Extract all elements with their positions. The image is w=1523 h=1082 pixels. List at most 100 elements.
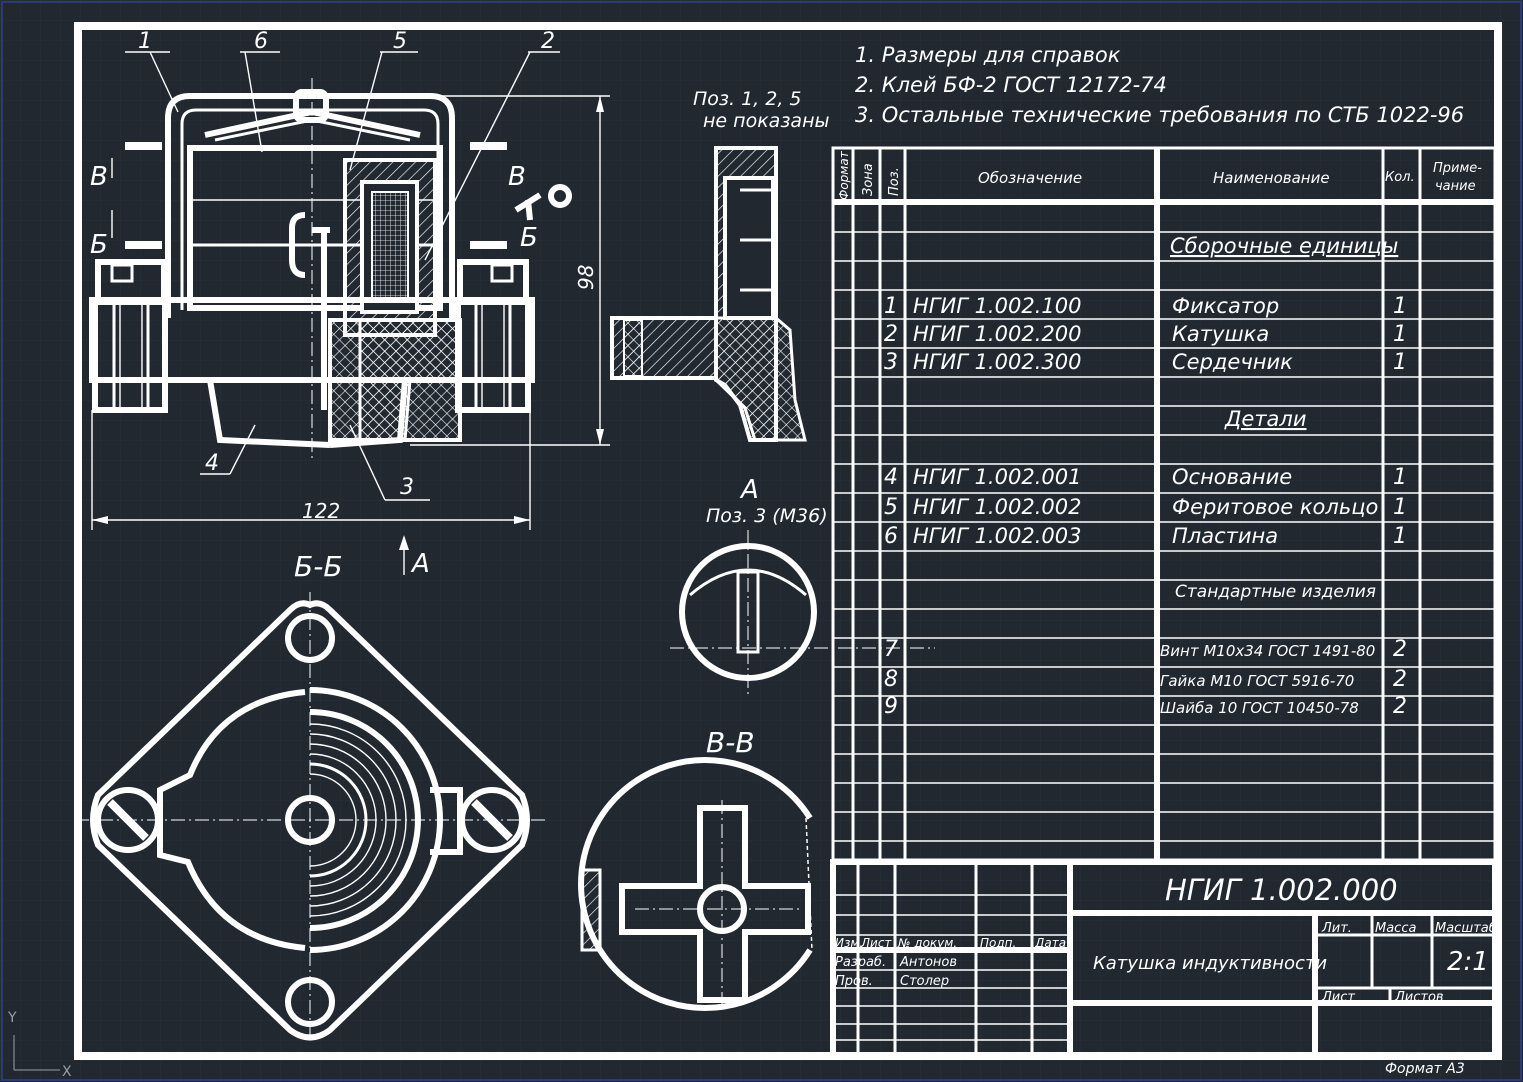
svg-text:Подп.: Подп. bbox=[980, 936, 1016, 950]
spec-row-pos: 4 bbox=[884, 465, 898, 490]
side-note-2: не показаны bbox=[703, 110, 830, 132]
svg-text:Приме-: Приме- bbox=[1433, 161, 1482, 176]
note-1: 1. Размеры для справок bbox=[855, 43, 1121, 67]
spec-table: Формат Зона Поз. Обозначение Наименовани… bbox=[831, 146, 1497, 862]
spec-row-qty: 1 bbox=[1393, 524, 1407, 549]
svg-text:X: X bbox=[62, 1064, 72, 1080]
dimensions: 122 98 bbox=[91, 95, 610, 530]
ucs-icon: Y X bbox=[7, 1010, 72, 1080]
svg-text:3: 3 bbox=[400, 475, 414, 500]
spec-row-pos: 7 bbox=[884, 637, 898, 662]
spec-row-qty: 1 bbox=[1393, 322, 1407, 347]
svg-text:122: 122 bbox=[302, 499, 340, 523]
svg-text:В-В: В-В bbox=[706, 726, 755, 759]
left-screw bbox=[92, 259, 168, 413]
title-block: НГИГ 1.002.000 Катушка индуктивности Лит… bbox=[830, 859, 1498, 1059]
svg-text:А: А bbox=[739, 475, 759, 505]
svg-text:4: 4 bbox=[205, 451, 219, 476]
svg-text:Пров.: Пров. bbox=[835, 974, 873, 989]
svg-text:Кол.: Кол. bbox=[1385, 170, 1415, 185]
right-screw bbox=[455, 259, 531, 413]
spec-row-designation: НГИГ 1.002.300 bbox=[913, 350, 1081, 374]
svg-text:Поз. 3 (М36): Поз. 3 (М36) bbox=[706, 505, 828, 527]
svg-text:Дата: Дата bbox=[1034, 936, 1066, 950]
svg-text:Б-Б: Б-Б bbox=[294, 550, 343, 583]
svg-text:Зона: Зона bbox=[861, 163, 876, 196]
svg-text:5: 5 bbox=[393, 29, 407, 54]
svg-text:Масштаб: Масштаб bbox=[1435, 921, 1497, 936]
spec-row-qty: 2 bbox=[1393, 667, 1407, 692]
spec-row-qty: 1 bbox=[1393, 495, 1407, 520]
svg-text:Разраб.: Разраб. bbox=[835, 955, 886, 970]
spec-row-qty: 2 bbox=[1393, 637, 1407, 662]
spec-row-qty: 1 bbox=[1393, 465, 1407, 490]
svg-text:Лист: Лист bbox=[1321, 990, 1355, 1005]
svg-text:98: 98 bbox=[574, 265, 598, 290]
svg-text:2: 2 bbox=[541, 29, 555, 54]
note-3: 3. Остальные технические требования по С… bbox=[855, 103, 1464, 127]
spec-row-designation: НГИГ 1.002.003 bbox=[913, 524, 1081, 548]
spec-row-name: Винт М10х34 ГОСТ 1491-80 bbox=[1160, 642, 1375, 660]
svg-text:Y: Y bbox=[7, 1010, 17, 1026]
format-label: Формат А3 bbox=[1385, 1061, 1465, 1077]
side-view[interactable]: Поз. 1, 2, 5 не показаны bbox=[610, 88, 830, 442]
svg-text:В: В bbox=[90, 162, 108, 192]
svg-text:Изм.: Изм. bbox=[835, 936, 863, 950]
doc-name: Катушка индуктивности bbox=[1093, 953, 1327, 974]
section-vv[interactable]: В-В bbox=[578, 726, 813, 1011]
spec-row-name: Феритовое кольцо bbox=[1172, 495, 1378, 519]
spec-row-pos: 9 bbox=[884, 694, 898, 719]
svg-text:Обозначение: Обозначение bbox=[978, 169, 1082, 187]
spec-row-qty: 1 bbox=[1393, 350, 1407, 375]
spec-row-designation: НГИГ 1.002.200 bbox=[913, 322, 1081, 346]
svg-text:Поз.: Поз. bbox=[887, 167, 902, 196]
svg-text:Масса: Масса bbox=[1375, 921, 1416, 936]
spec-row-name: Гайка М10 ГОСТ 5916-70 bbox=[1160, 672, 1354, 690]
spec-row-qty: 2 bbox=[1393, 694, 1407, 719]
svg-text:Столер: Столер bbox=[900, 974, 949, 989]
section-assembly: Сборочные единицы bbox=[1170, 234, 1398, 258]
svg-text:Лист: Лист bbox=[860, 936, 892, 950]
spec-row-name: Основание bbox=[1172, 465, 1292, 489]
svg-text:Антонов: Антонов bbox=[899, 955, 957, 970]
spec-row-name: Катушка bbox=[1172, 322, 1269, 346]
spec-row-name: Сердечник bbox=[1172, 350, 1293, 374]
svg-text:Б: Б bbox=[520, 223, 538, 253]
spec-row-pos: 2 bbox=[884, 322, 898, 347]
svg-text:№ докум.: № докум. bbox=[897, 936, 957, 950]
svg-text:Б: Б bbox=[90, 230, 108, 260]
front-view[interactable]: 1 6 5 2 4 3 В В Б Б bbox=[89, 29, 610, 530]
side-note-1: Поз. 1, 2, 5 bbox=[693, 88, 802, 110]
view-a[interactable]: А Поз. 3 (М36) А bbox=[399, 475, 935, 695]
drawing-frame bbox=[74, 22, 1502, 1060]
svg-text:6: 6 bbox=[254, 29, 268, 54]
svg-text:А: А bbox=[410, 549, 430, 579]
spec-row-pos: 8 bbox=[884, 667, 898, 692]
spec-row-designation: НГИГ 1.002.001 bbox=[913, 465, 1081, 489]
section-bb[interactable]: Б-Б bbox=[75, 550, 545, 1042]
spec-row-designation: НГИГ 1.002.100 bbox=[913, 294, 1081, 318]
svg-text:1: 1 bbox=[138, 29, 152, 54]
technical-notes: 1. Размеры для справок 2. Клей БФ-2 ГОСТ… bbox=[855, 43, 1464, 127]
spec-row-qty: 1 bbox=[1393, 294, 1407, 319]
note-2: 2. Клей БФ-2 ГОСТ 12172-74 bbox=[855, 73, 1167, 97]
svg-text:Листов: Листов bbox=[1394, 990, 1444, 1005]
svg-text:чание: чание bbox=[1435, 179, 1476, 194]
spec-row-pos: 3 bbox=[884, 350, 898, 375]
svg-text:В: В bbox=[508, 162, 526, 192]
svg-text:Лит.: Лит. bbox=[1321, 921, 1352, 936]
spec-row-name: Шайба 10 ГОСТ 10450-78 bbox=[1160, 699, 1359, 717]
section-parts: Детали bbox=[1224, 407, 1307, 431]
doc-number: НГИГ 1.002.000 bbox=[1165, 873, 1398, 907]
spec-row-pos: 5 bbox=[884, 495, 898, 520]
svg-text:Наименование: Наименование bbox=[1213, 169, 1330, 187]
section-standard: Стандартные изделия bbox=[1175, 582, 1376, 602]
spec-row-name: Фиксатор bbox=[1172, 294, 1279, 318]
svg-text:Формат: Формат bbox=[837, 150, 851, 200]
section-marks: В В Б Б bbox=[90, 142, 572, 260]
callouts: 1 6 5 2 4 3 bbox=[125, 29, 560, 501]
spec-row-pos: 6 bbox=[884, 524, 898, 549]
scale-value: 2:1 bbox=[1447, 947, 1489, 977]
spec-row-designation: НГИГ 1.002.002 bbox=[913, 495, 1081, 519]
